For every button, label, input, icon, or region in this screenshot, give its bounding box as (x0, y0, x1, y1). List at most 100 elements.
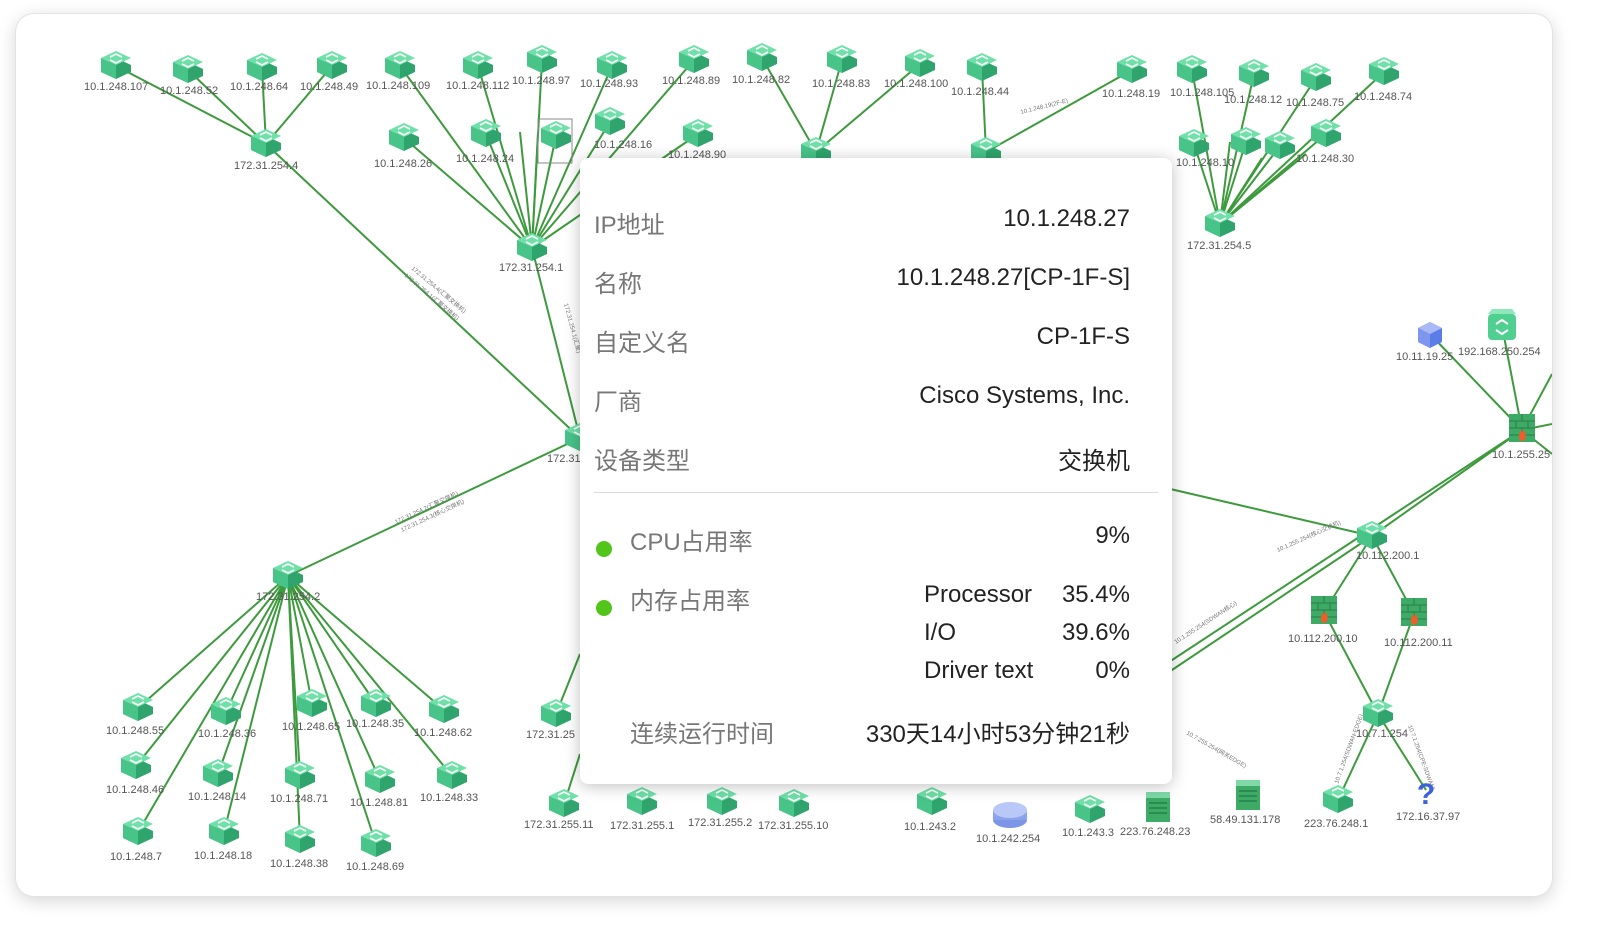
memory-pool-name: Processor (924, 581, 1033, 608)
node-label: 10.1.248.82 (732, 74, 790, 86)
node-label: 10.7.1.254 (1356, 728, 1408, 740)
memory-pool-value: 35.4% (1061, 581, 1130, 608)
custom-name-value: CP-1F-S (1036, 323, 1130, 350)
vendor-label: 厂商 (594, 389, 642, 416)
device-info-tooltip: IP地址 10.1.248.27 名称 10.1.248.27[CP-1F-S]… (580, 158, 1172, 784)
node-label: 192.168.250.254 (1458, 346, 1541, 358)
cpu-status-dot (596, 541, 612, 557)
node-label: 10.1.243.2 (904, 821, 956, 833)
node-label: 10.1.248.35 (346, 718, 404, 730)
node-label: 172.31.255.1 (610, 820, 674, 832)
node-label: 10.1.248.65 (282, 721, 340, 733)
memory-label: 内存占用率 (630, 588, 750, 615)
custom-name-label: 自定义名 (594, 330, 690, 357)
node-label: 10.1.248.64 (230, 81, 288, 93)
node-label: 10.1.248.93 (580, 78, 638, 90)
ip-row: IP地址 10.1.248.27 (594, 205, 1130, 241)
memory-processor-row: Processor 35.4% (924, 581, 1130, 611)
node-labels: 10.1.248.107 10.1.248.52 10.1.248.64 10.… (84, 74, 1550, 873)
node-label: 10.1.248.33 (420, 792, 478, 804)
switch-nodes[interactable]: ? (100, 42, 1536, 858)
memory-pool-value: 0% (1095, 657, 1130, 684)
uptime-label: 连续运行时间 (630, 721, 774, 748)
device-type-row: 设备类型 交换机 (594, 441, 1130, 477)
uptime-row: 连续运行时间 330天14小时53分钟21秒 (630, 714, 1130, 750)
node-label: 10.1.248.16 (594, 139, 652, 151)
node-label: 172.31.254.1 (499, 262, 563, 274)
node-label: 10.1.248.24 (456, 153, 514, 165)
node-label: 10.1.248.105 (1170, 87, 1234, 99)
node-label: 10.1.248.69 (346, 861, 404, 873)
svg-text:172.31.254.1(汇聚交换机): 172.31.254.1(汇聚交换机) (403, 271, 461, 322)
custom-name-row: 自定义名 CP-1F-S (594, 323, 1130, 359)
ip-value: 10.1.248.27 (1003, 205, 1130, 232)
node-label: 223.76.248.23 (1120, 826, 1190, 838)
svg-text:10.1.255.254(核心交换机): 10.1.255.254(核心交换机) (1276, 518, 1342, 553)
vendor-row: 厂商 Cisco Systems, Inc. (594, 382, 1130, 418)
memory-row: 内存占用率 (630, 581, 1130, 617)
device-type-value: 交换机 (1058, 448, 1130, 475)
node-label: 10.1.248.75 (1286, 97, 1344, 109)
node-label: 10.1.248.109 (366, 80, 430, 92)
node-label: 10.1.248.55 (106, 725, 164, 737)
name-row: 名称 10.1.248.27[CP-1F-S] (594, 264, 1130, 300)
node-label: 10.1.255.25 (1492, 449, 1550, 461)
cpu-label: CPU占用率 (630, 529, 753, 556)
node-label: 10.1.248.44 (951, 86, 1009, 98)
node-label: 10.1.248.10 (1176, 157, 1234, 169)
uptime-value: 330天14小时53分钟21秒 (865, 721, 1130, 748)
node-label: 223.76.248.1 (1304, 818, 1368, 830)
node-label: 10.1.248.30 (1296, 153, 1354, 165)
divider (594, 492, 1158, 493)
node-label: 172.31.254.5 (1187, 240, 1251, 252)
svg-text:?: ? (1417, 778, 1435, 811)
node-label: 10.1.248.46 (106, 784, 164, 796)
network-topology-map[interactable]: 172.31.254.4(汇聚交换机) 172.31.254.1(汇聚交换机) … (16, 14, 1552, 896)
node-label: 10.1.248.49 (300, 81, 358, 93)
memory-status-dot (596, 600, 612, 616)
node-label: 10.1.248.26 (374, 158, 432, 170)
node-label: 10.112.200.10 (1288, 633, 1358, 645)
node-label: 10.1.248.74 (1354, 91, 1412, 103)
node-label: 172.31.254.2 (256, 591, 320, 603)
cpu-value: 9% (1095, 522, 1130, 549)
node-label: 10.1.248.112 (446, 80, 509, 92)
node-label: 172.31 (547, 453, 581, 465)
link-lines (115, 57, 1552, 845)
node-label: 10.1.243.3 (1062, 827, 1114, 839)
node-label: 10.1.248.107 (84, 81, 148, 93)
node-label: 172.31.254.4 (234, 160, 298, 172)
vendor-value: Cisco Systems, Inc. (919, 382, 1130, 409)
memory-pool-value: 39.6% (1061, 619, 1130, 646)
node-label: 172.31.25 (526, 729, 575, 741)
svg-text:10.1.248.19(2F-E): 10.1.248.19(2F-E) (1020, 98, 1069, 116)
node-label: 10.1.242.254 (976, 833, 1040, 845)
node-label: 10.1.248.62 (414, 727, 472, 739)
memory-driver-row: Driver text 0% (924, 657, 1130, 687)
svg-text:10.7.255.254(网关EDGE): 10.7.255.254(网关EDGE) (1185, 729, 1248, 770)
node-label: 10.1.248.19 (1102, 88, 1160, 100)
node-label: 10.1.248.36 (198, 728, 256, 740)
topology-window: 172.31.254.4(汇聚交换机) 172.31.254.1(汇聚交换机) … (16, 14, 1552, 896)
node-label: 10.1.248.71 (270, 793, 328, 805)
node-label: 172.31.255.2 (688, 817, 752, 829)
node-label: 10.112.200.1 (1356, 550, 1419, 562)
node-label: 10.1.248.12 (1224, 94, 1282, 106)
node-label: 172.16.37.97 (1396, 811, 1460, 823)
name-value: 10.1.248.27[CP-1F-S] (896, 264, 1130, 291)
node-label: 10.1.248.7 (110, 851, 162, 863)
node-label: 10.11.19.25 (1396, 351, 1453, 363)
node-label: 10.1.248.14 (188, 791, 246, 803)
cpu-row: CPU占用率 9% (630, 522, 1130, 558)
node-label: 10.1.248.89 (662, 75, 720, 87)
node-label: 10.1.248.81 (350, 797, 408, 809)
name-label: 名称 (594, 271, 642, 298)
node-label: 10.1.248.100 (884, 78, 948, 90)
node-label: 58.49.131.178 (1210, 814, 1280, 826)
node-label: 10.1.248.83 (812, 78, 870, 90)
node-label: 10.1.248.18 (194, 850, 252, 862)
node-label: 10.112.200.11 (1384, 637, 1453, 649)
memory-pool-name: Driver text (924, 657, 1034, 684)
node-label: 172.31.255.10 (758, 820, 828, 832)
node-label: 10.1.248.97 (512, 75, 570, 87)
